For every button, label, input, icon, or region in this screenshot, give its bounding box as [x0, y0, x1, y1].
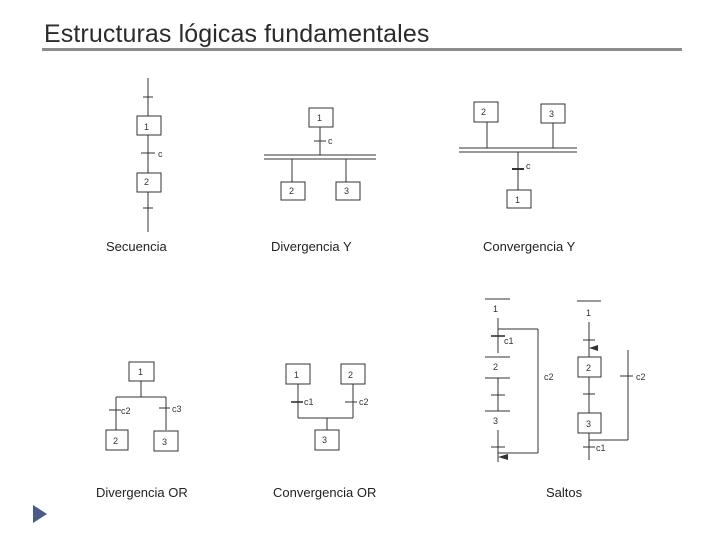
caption-saltos: Saltos	[546, 485, 583, 500]
cond-c-label: c	[328, 136, 333, 146]
diagram-convergencia-or: 1 2 c1 c2 3	[285, 363, 369, 451]
step-1-label: 1	[515, 195, 520, 205]
step-1-label: 1	[317, 113, 322, 123]
cond-c2-label: c2	[121, 406, 131, 416]
cond-c3-label: c3	[172, 404, 182, 414]
step-3-label: 3	[493, 416, 498, 426]
jump-arrow-icon	[498, 454, 508, 460]
step-3-label: 3	[586, 419, 591, 429]
diagram-convergencia-y: 2 3 c 1	[459, 101, 577, 209]
caption-divergencia-y: Divergencia Y	[271, 239, 352, 254]
cond-c1-label: c1	[304, 397, 314, 407]
diagram-saltos-right: 1 2 c2 3 c1	[577, 300, 646, 460]
step-2-label: 2	[586, 363, 591, 373]
diagram-divergencia-or: 1 c2 c3 2 3	[105, 361, 182, 452]
step-2-label: 2	[113, 436, 118, 446]
step-1-label: 1	[586, 308, 591, 318]
title-underline	[42, 48, 682, 51]
step-1-label: 1	[294, 370, 299, 380]
cond-c2-label: c2	[636, 372, 646, 382]
step-3-label: 3	[344, 186, 349, 196]
step-3-label: 3	[162, 437, 167, 447]
diagram-secuencia: 1 c 2	[136, 78, 163, 232]
step-2-label: 2	[144, 177, 149, 187]
play-triangle-icon[interactable]	[33, 505, 47, 523]
step-2-label: 2	[493, 362, 498, 372]
caption-divergencia-or: Divergencia OR	[96, 485, 188, 500]
step-3-label: 3	[322, 435, 327, 445]
step-1-label: 1	[138, 367, 143, 377]
jump-arrow-icon	[589, 345, 598, 351]
diagram-divergencia-y: 1 c 2 3	[264, 107, 376, 201]
step-2-label: 2	[481, 107, 486, 117]
caption-secuencia: Secuencia	[106, 239, 167, 254]
cond-c1-label: c1	[596, 443, 606, 453]
diagram-saltos-left: 1 c1 2 c2 3	[485, 298, 554, 462]
caption-convergencia-or: Convergencia OR	[273, 485, 377, 500]
step-1-label: 1	[144, 122, 149, 132]
step-2-label: 2	[289, 186, 294, 196]
cond-c1-label: c1	[504, 336, 514, 346]
caption-convergencia-y: Convergencia Y	[483, 239, 576, 254]
step-1-label: 1	[493, 304, 498, 314]
cond-c-label: c	[158, 149, 163, 159]
cond-c2-label: c2	[544, 372, 554, 382]
step-3-label: 3	[549, 109, 554, 119]
step-2-label: 2	[348, 370, 353, 380]
cond-c2-label: c2	[359, 397, 369, 407]
page-title: Estructuras lógicas fundamentales	[44, 20, 430, 48]
cond-c-label: c	[526, 161, 531, 171]
